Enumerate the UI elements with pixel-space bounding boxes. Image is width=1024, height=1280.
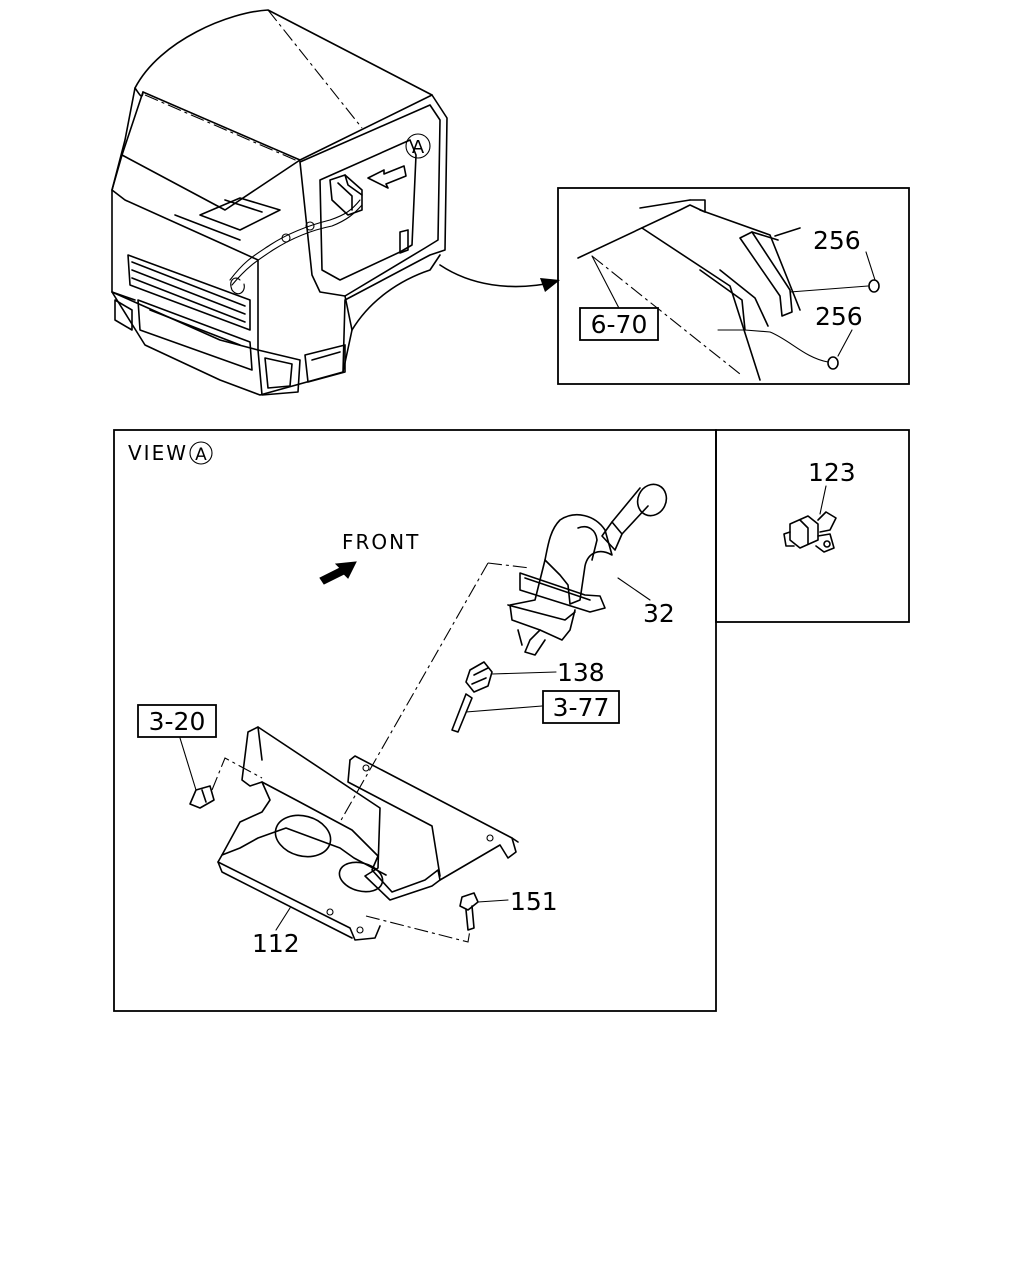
view-marker-letter: A <box>195 445 207 465</box>
truck-cab-illustration <box>111 9 448 396</box>
detail-leader-curve <box>439 264 557 288</box>
leader-32 <box>617 577 651 601</box>
leader-112 <box>275 907 291 931</box>
callout-256-upper: 256 <box>813 226 861 255</box>
leader-3-20 <box>179 737 197 791</box>
arrow-icon <box>367 165 407 189</box>
view-a-marker-cab: A <box>405 133 431 159</box>
ref-box-3-20: 3-20 <box>137 704 217 738</box>
assembly-line <box>365 915 471 943</box>
front-arrow-icon <box>319 561 357 585</box>
hose-detail-frame <box>557 187 910 385</box>
part-138-fitting <box>465 661 493 693</box>
leader-151 <box>477 899 509 903</box>
part-32-valve <box>507 483 668 656</box>
callout-112: 112 <box>252 929 300 958</box>
callout-138: 138 <box>557 658 605 687</box>
leader-3-77 <box>465 705 543 713</box>
circle-letter-icon <box>189 441 213 465</box>
view-a-title: VIEW A <box>128 441 213 465</box>
arrow-icon <box>540 278 560 292</box>
callout-32: 32 <box>643 599 675 628</box>
ref-6-70-label: 6-70 <box>591 310 648 339</box>
ref-box-6-70: 6-70 <box>579 307 659 341</box>
ref-box-3-77: 3-77 <box>542 690 620 724</box>
view-label: VIEW <box>128 441 188 465</box>
cab-marker-letter: A <box>412 137 425 158</box>
callout-123: 123 <box>808 458 856 487</box>
part-123-tee-fitting <box>783 511 837 553</box>
part-151-bolt <box>459 892 479 931</box>
circle-letter-icon <box>405 133 431 159</box>
assembly-line <box>487 562 531 569</box>
front-label: FRONT <box>342 530 420 554</box>
leader-138 <box>491 671 557 675</box>
assembly-line <box>211 757 263 791</box>
o-ring-icon <box>827 356 839 370</box>
ref-3-20-label: 3-20 <box>149 707 206 736</box>
part-3-77-tube <box>451 693 473 733</box>
part-112-bracket <box>217 726 519 941</box>
o-ring-icon <box>868 279 880 293</box>
leader-123 <box>819 485 827 515</box>
callout-256-lower: 256 <box>815 302 863 331</box>
bolt-icon <box>189 785 215 809</box>
ref-3-77-label: 3-77 <box>553 693 610 722</box>
hose-detail-illustration <box>577 199 880 381</box>
callout-151: 151 <box>510 887 558 916</box>
view-a-frame <box>113 429 717 1012</box>
assembly-line <box>339 562 489 823</box>
part-123-frame <box>715 429 910 623</box>
